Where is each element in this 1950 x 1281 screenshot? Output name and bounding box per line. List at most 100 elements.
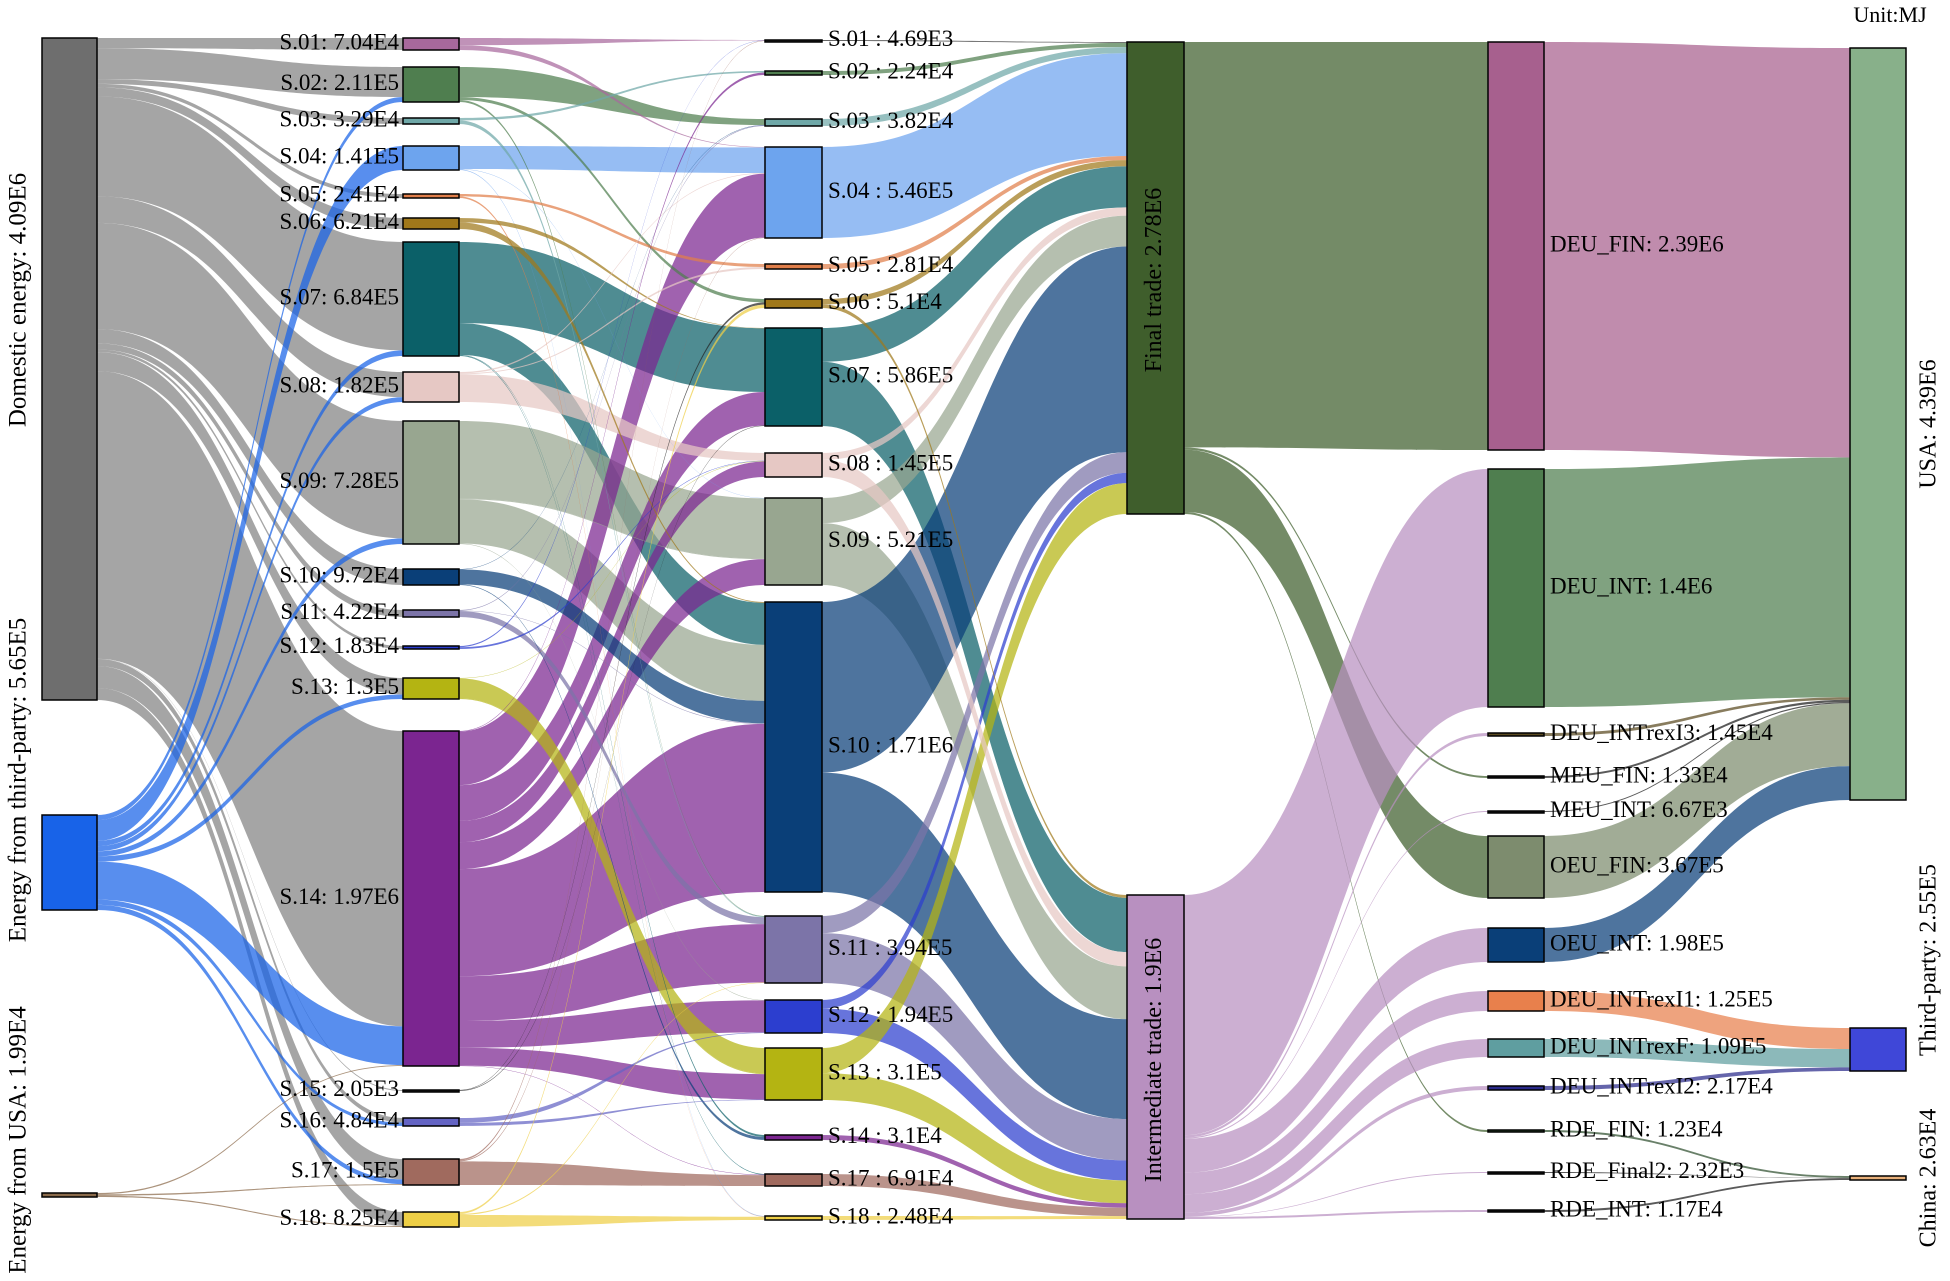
node-a18 [402,1211,460,1228]
flow-b11-to-final [822,452,1127,934]
node-a09 [402,420,460,545]
label-b04: S.04 : 5.46E5 [828,178,953,203]
label-a13: S.13: 1.3E5 [291,674,399,699]
node-b18 [764,1215,823,1221]
label-a15: S.15: 2.05E3 [280,1076,399,1101]
flow-a14-to-b10 [459,723,765,977]
flow-a07-to-b14 [459,354,765,1137]
flow-a10-to-b03 [459,125,765,570]
flow-inter-to-deu_ir1 [1184,991,1488,1195]
flow-a15-to-b06 [459,302,765,1091]
flow-thirdparty_src-to-a08 [97,397,403,852]
flow-a13-to-b13 [459,698,765,1075]
label-b12: S.12 : 1.94E5 [828,1002,953,1027]
flow-a02-to-b06 [459,97,765,303]
node-rde_int [1487,1209,1545,1213]
flow-b10-to-inter [822,772,1127,1120]
label-b05: S.05 : 2.81E4 [828,252,954,277]
flow-b12-to-final [822,472,1127,1009]
flow-a10-to-b10 [459,569,765,724]
flow-a18-to-b06 [459,304,765,1214]
node-meu_int [1487,810,1545,814]
flow-thirdparty_src-to-a04 [97,146,403,841]
node-b01 [764,39,823,43]
flow-a16-to-b13 [459,1099,765,1126]
node-b02 [764,70,823,76]
flow-a14-to-b04 [459,173,765,786]
flow-a17-to-b01 [459,40,765,1161]
flow-a13-to-b08 [459,461,765,679]
flow-thirdparty_src-to-a17 [97,904,403,1185]
flow-b07-to-final [822,166,1127,362]
flow-a18-to-b18 [459,1215,765,1227]
flow-rde_int-to-china [1544,1178,1850,1212]
flow-a11-to-b03 [459,125,765,611]
flow-b07-to-inter [822,361,1127,953]
node-final [1126,41,1185,515]
label-meu_fin: MEU_FIN: 1.33E4 [1550,762,1728,787]
label-thirdparty_src: Energy from third-party: 5.65E5 [5,618,32,942]
flow-thirdparty_src-to-a09 [97,538,403,857]
node-a05 [402,193,460,199]
flow-links [97,38,1850,1227]
node-b09 [764,497,823,586]
flow-domestic-to-a02 [97,48,403,97]
node-thirdparty_src [41,814,98,911]
node-a12 [402,645,460,650]
flow-inter-to-deu_irf [1184,1039,1488,1213]
node-b05 [764,263,823,270]
flow-a14-to-b11 [459,924,765,1021]
node-a06 [402,217,460,230]
flow-a04-to-b04 [459,146,765,173]
node-usa [1849,47,1907,801]
label-b03: S.03 : 3.82E4 [828,108,954,133]
node-a04 [402,145,460,171]
flow-a09-to-b12 [459,543,765,1001]
flow-thirdparty_src-to-a02 [97,96,403,821]
label-a08: S.08: 1.82E5 [280,372,399,397]
node-deu_irf [1487,1038,1545,1058]
node-inter [1126,894,1185,1220]
node-b03 [764,118,823,127]
label-a16: S.16: 4.84E4 [280,1107,400,1132]
label-b11: S.11 : 3.94E5 [828,935,952,960]
flow-final-to-meu_fin [1184,447,1488,778]
flow-usa_src-to-a14 [97,1065,403,1195]
flow-thirdparty_src-to-a13 [97,694,403,862]
flow-a08-to-b05 [459,267,765,375]
flow-inter-to-deu_ir2 [1184,1086,1488,1217]
label-a04: S.04: 1.41E5 [280,143,399,168]
flow-inter-to-deu_ir3 [1184,733,1488,1138]
flow-b12-to-inter [822,1008,1127,1181]
flow-inter-to-oeu_int [1184,928,1488,1173]
node-deu_ir2 [1487,1085,1545,1091]
flow-a06-to-b10 [459,222,765,603]
node-meu_fin [1487,775,1545,779]
flow-b06-to-inter [822,304,1127,898]
node-a08 [402,371,460,403]
flow-inter-to-deu_int [1184,469,1488,1136]
label-a12: S.12: 1.83E4 [280,633,400,658]
label-a02: S.02: 2.11E5 [280,70,399,95]
flow-deu_ir1-to-thirdparty [1544,991,1850,1050]
flow-deu_ir3-to-usa [1544,697,1850,736]
node-oeu_int [1487,927,1545,963]
node-deu_fin [1487,41,1545,451]
node-deu_ir1 [1487,990,1545,1012]
label-rde_final2: RDE_Final2: 2.32E3 [1550,1158,1744,1183]
label-b08: S.08 : 1.45E5 [828,450,953,475]
flow-b10-to-final [822,246,1127,773]
label-a07: S.07: 6.84E5 [280,284,399,309]
flow-a14-to-b09 [459,559,765,870]
flow-domestic-to-a09 [97,222,403,539]
label-b18: S.18 : 2.48E4 [828,1203,954,1228]
flow-domestic-to-a13 [97,352,403,695]
node-b11 [764,915,823,984]
label-b17: S.17 : 6.91E4 [828,1165,954,1190]
label-a09: S.09: 7.28E5 [280,468,399,493]
label-a11: S.11: 4.22E4 [280,599,399,624]
flow-rde_final2-to-china [1544,1172,1850,1179]
flow-rde_fin-to-china [1544,1130,1850,1178]
node-b10 [764,601,823,893]
node-a14 [402,730,460,1067]
